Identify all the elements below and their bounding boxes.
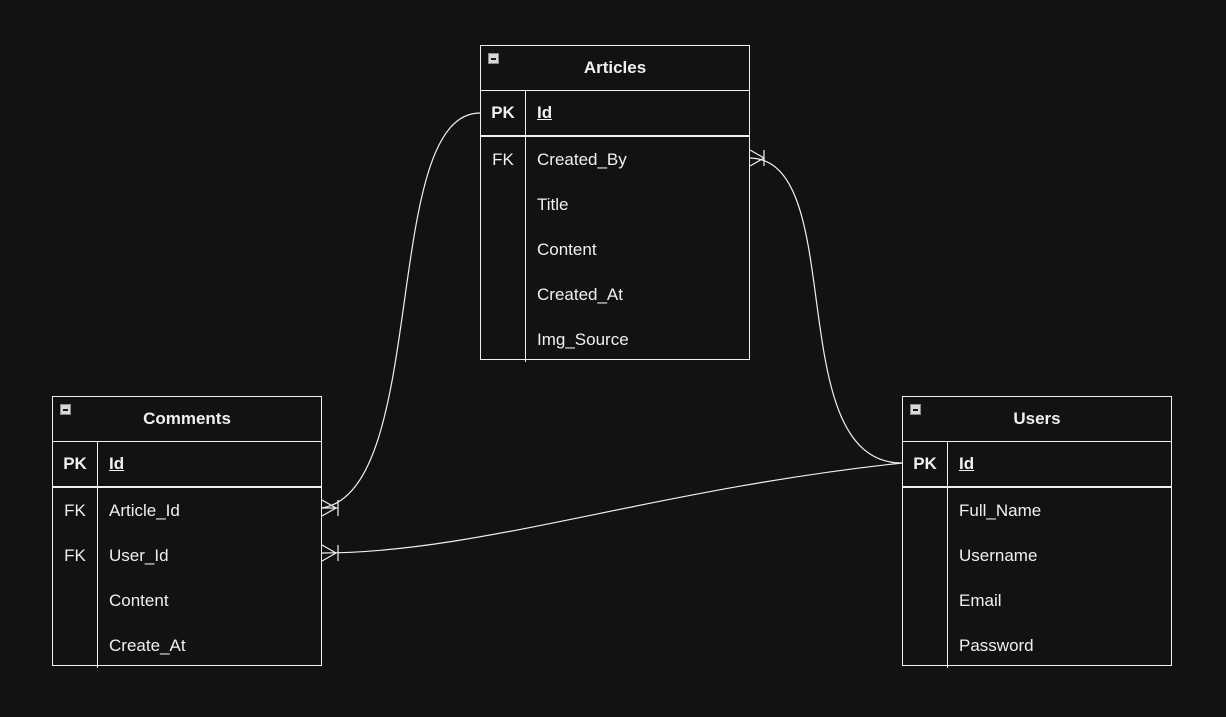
crows-foot-many-articles-createdby	[749, 149, 765, 167]
collapse-icon[interactable]	[60, 404, 71, 415]
field-name: Created_At	[537, 284, 623, 304]
fields-section: Full_Name Username Email Password	[903, 488, 1171, 668]
key-label: PK	[491, 103, 515, 122]
field-name: Id	[537, 103, 553, 122]
crows-foot-many-comments-article	[321, 499, 339, 517]
key-label: PK	[63, 454, 87, 473]
field-name: Password	[959, 635, 1034, 655]
field-row-pk[interactable]: PK Id	[53, 442, 321, 486]
entity-title: Comments	[143, 409, 231, 428]
field-name: Create_At	[109, 635, 186, 655]
primary-key-section: PK Id	[903, 442, 1171, 488]
field-row[interactable]: Title	[481, 182, 749, 227]
field-name: User_Id	[109, 545, 169, 565]
field-name: Title	[537, 194, 569, 214]
fields-section: FK Article_Id FK User_Id Content Create_…	[53, 488, 321, 668]
field-row[interactable]: FK Article_Id	[53, 488, 321, 533]
entity-header-comments[interactable]: Comments	[53, 397, 321, 442]
primary-key-section: PK Id	[53, 442, 321, 488]
entity-title: Users	[1013, 409, 1061, 428]
field-row[interactable]: Created_At	[481, 272, 749, 317]
field-name: Article_Id	[109, 500, 180, 520]
field-row[interactable]: Content	[53, 578, 321, 623]
field-name: Created_By	[537, 149, 627, 169]
crows-foot-many-comments-user	[321, 544, 339, 562]
field-name: Full_Name	[959, 500, 1042, 520]
field-row[interactable]: Username	[903, 533, 1171, 578]
field-name: Id	[109, 454, 125, 473]
key-label: PK	[913, 454, 937, 473]
entity-articles[interactable]: Articles PK Id FK Created_By Title Conte…	[480, 45, 750, 362]
relationship-articles-comments[interactable]	[321, 112, 481, 509]
field-name: Img_Source	[537, 329, 629, 349]
relationship-users-articles[interactable]	[749, 157, 903, 464]
entity-header-articles[interactable]: Articles	[481, 46, 749, 91]
field-row[interactable]: Create_At	[53, 623, 321, 668]
entity-header-users[interactable]: Users	[903, 397, 1171, 442]
entity-title: Articles	[583, 58, 647, 77]
collapse-icon[interactable]	[910, 404, 921, 415]
key-label: FK	[64, 500, 86, 520]
field-row[interactable]: Email	[903, 578, 1171, 623]
key-label: FK	[64, 545, 86, 565]
field-row[interactable]: FK User_Id	[53, 533, 321, 578]
field-row-pk[interactable]: PK Id	[903, 442, 1171, 486]
field-name: Content	[537, 239, 597, 259]
field-row[interactable]: FK Created_By	[481, 137, 749, 182]
primary-key-section: PK Id	[481, 91, 749, 137]
field-row[interactable]: Content	[481, 227, 749, 272]
field-row[interactable]: Password	[903, 623, 1171, 668]
collapse-icon[interactable]	[488, 53, 499, 64]
field-name: Username	[959, 545, 1038, 565]
entity-users[interactable]: Users PK Id Full_Name Username Email Pas…	[902, 396, 1172, 668]
fields-section: FK Created_By Title Content Created_At I…	[481, 137, 749, 362]
entity-comments[interactable]: Comments PK Id FK Article_Id FK User_Id …	[52, 396, 322, 668]
field-row[interactable]: Full_Name	[903, 488, 1171, 533]
field-row[interactable]: Img_Source	[481, 317, 749, 362]
field-name: Id	[959, 454, 975, 473]
field-row-pk[interactable]: PK Id	[481, 91, 749, 135]
field-name: Email	[959, 590, 1002, 610]
field-name: Content	[109, 590, 169, 610]
key-label: FK	[492, 149, 514, 169]
relationship-users-comments[interactable]	[321, 462, 903, 554]
